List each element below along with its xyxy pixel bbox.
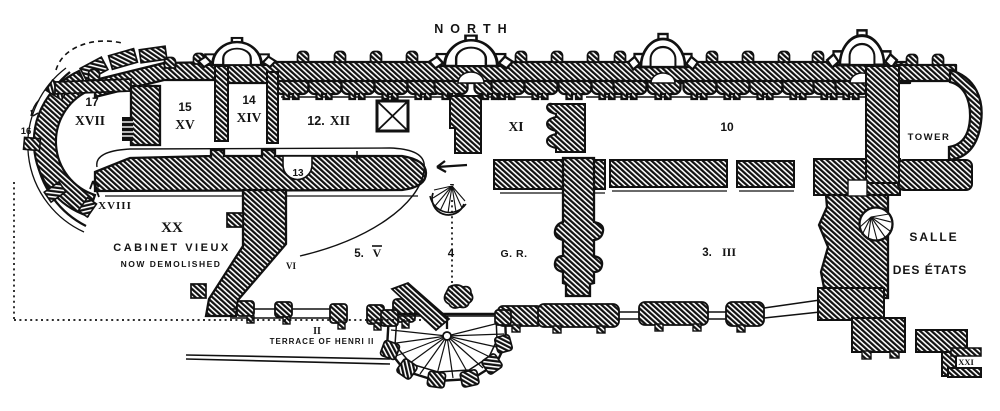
svg-text:17: 17	[85, 95, 99, 109]
svg-text:XX: XX	[161, 220, 183, 236]
svg-text:13: 13	[292, 168, 304, 179]
svg-text:5.: 5.	[354, 248, 364, 260]
svg-text:V: V	[373, 246, 382, 260]
svg-text:TERRACE OF HENRI II: TERRACE OF HENRI II	[270, 337, 375, 346]
svg-text:15: 15	[178, 100, 192, 114]
svg-text:VI: VI	[286, 261, 296, 271]
svg-text:G. R.: G. R.	[500, 248, 527, 260]
svg-text:14: 14	[242, 93, 256, 107]
svg-text:XII: XII	[330, 113, 350, 128]
svg-text:16: 16	[21, 126, 32, 137]
svg-text:CABINET VIEUX: CABINET VIEUX	[113, 242, 230, 254]
svg-text:III: III	[722, 245, 736, 259]
svg-text:12.: 12.	[307, 114, 324, 128]
svg-text:XIV: XIV	[237, 110, 262, 125]
svg-text:4: 4	[448, 248, 455, 260]
svg-text:DES ÉTATS: DES ÉTATS	[893, 262, 968, 277]
svg-text:3.: 3.	[702, 247, 712, 259]
svg-text:II: II	[313, 326, 321, 337]
svg-text:10: 10	[720, 120, 734, 134]
svg-text:XXI: XXI	[958, 357, 974, 367]
svg-text:TOWER: TOWER	[908, 132, 951, 143]
svg-text:NORTH: NORTH	[434, 22, 513, 36]
svg-text:XVIII: XVIII	[98, 200, 132, 212]
svg-text:XV: XV	[175, 117, 195, 132]
svg-text:7: 7	[450, 183, 455, 192]
svg-text:XVII: XVII	[75, 113, 105, 128]
svg-text:SALLE: SALLE	[909, 230, 958, 244]
svg-text:NOW DEMOLISHED: NOW DEMOLISHED	[121, 259, 222, 269]
svg-text:XI: XI	[508, 119, 523, 134]
